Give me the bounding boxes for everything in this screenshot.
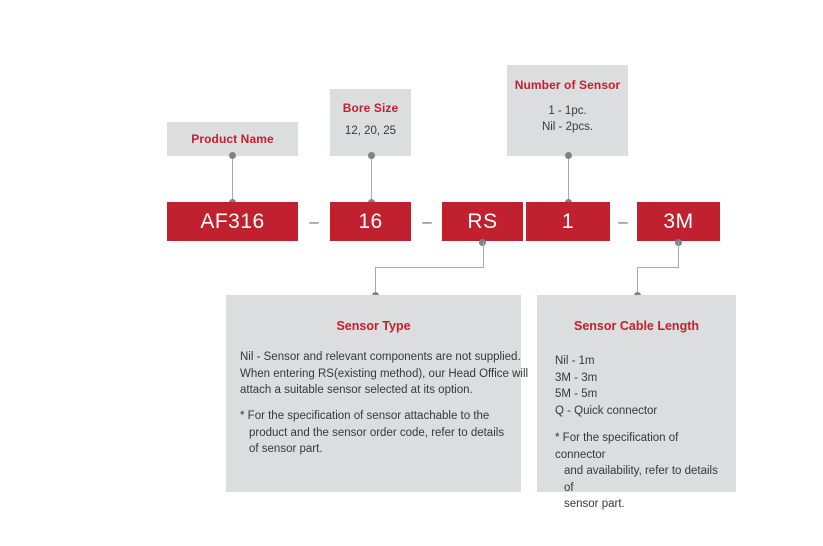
code-chip-bore[interactable]: 16 — [330, 202, 411, 241]
panel-cable-length-note-line-2: and availability, refer to details of — [564, 465, 718, 494]
code-chip-cable-length-label: 3M — [663, 209, 694, 233]
separator-1: – — [309, 212, 319, 231]
callout-number-of-sensor-line-2: Nil - 2pcs. — [541, 121, 594, 133]
code-chip-sensor-type-label: RS — [467, 209, 498, 233]
callout-bore-size-values: 12, 20, 25 — [344, 125, 397, 137]
panel-sensor-cable-length: Sensor Cable Length Nil - 1m 3M - 3m 5M … — [537, 295, 736, 510]
panel-sensor-type-body-line-3: attach a suitable sensor selected at its… — [240, 384, 473, 396]
connector-sensor-type-seg-down-left — [375, 267, 376, 295]
callout-bore-size-title: Bore Size — [342, 101, 399, 115]
connector-dot-product-name-top — [229, 152, 236, 159]
connector-dot-number-of-sensor-top — [565, 152, 572, 159]
callout-number-of-sensor-title: Number of Sensor — [514, 78, 621, 92]
callout-number-of-sensor-line-1: 1 - 1pc. — [548, 105, 587, 117]
panel-sensor-type-body-line-1: Nil - Sensor and relevant components are… — [240, 351, 521, 363]
connector-bore-size — [371, 156, 372, 202]
separator-3: – — [618, 212, 628, 231]
connector-sensor-type-seg-across — [375, 267, 484, 268]
panel-sensor-type-note-line-3: of sensor part. — [249, 443, 323, 455]
connector-number-of-sensor — [568, 156, 569, 202]
panel-sensor-type-note-line-1: * For the specification of sensor attach… — [240, 410, 490, 422]
panel-sensor-type-note-line-2: product and the sensor order code, refer… — [249, 426, 505, 439]
code-chip-sensor-type[interactable]: RS — [442, 202, 523, 241]
panel-cable-length-option-4: Q - Quick connector — [555, 404, 658, 417]
panel-sensor-cable-length-title: Sensor Cable Length — [573, 319, 700, 333]
code-chip-cable-length[interactable]: 3M — [637, 202, 720, 241]
callout-number-of-sensor: Number of Sensor 1 - 1pc. Nil - 2pcs. — [507, 65, 628, 156]
code-chip-product-label: AF316 — [200, 209, 265, 233]
panel-sensor-type: Sensor Type Nil - Sensor and relevant co… — [226, 295, 529, 492]
connector-dot-bore-size-top — [368, 152, 375, 159]
panel-sensor-type-note: * For the specification of sensor attach… — [240, 408, 511, 458]
code-chip-bore-label: 16 — [358, 209, 383, 233]
connector-product-name — [232, 156, 233, 202]
panel-cable-length-option-1: Nil - 1m — [555, 355, 595, 367]
separator-2: – — [422, 212, 432, 231]
panel-sensor-type-title: Sensor Type — [336, 319, 411, 333]
code-chip-sensor-number[interactable]: 1 — [526, 202, 610, 241]
panel-sensor-cable-length-body: Nil - 1m 3M - 3m 5M - 5m Q - Quick conne… — [555, 353, 726, 419]
panel-cable-length-option-2: 3M - 3m — [555, 371, 598, 384]
callout-product-name: Product Name — [167, 122, 298, 156]
connector-cable-length-seg-down-left — [637, 267, 638, 295]
panel-cable-length-note-line-1: * For the specification of connector — [555, 432, 679, 461]
connector-cable-length-seg-across — [637, 267, 679, 268]
connector-dot-sensor-type-top — [479, 239, 486, 246]
callout-bore-size: Bore Size 12, 20, 25 — [330, 89, 411, 156]
code-chip-sensor-number-label: 1 — [561, 209, 575, 233]
code-chip-product[interactable]: AF316 — [167, 202, 298, 241]
panel-sensor-type-body-line-2: When entering RS(existing method), our H… — [240, 367, 529, 380]
callout-product-name-title: Product Name — [191, 132, 274, 146]
panel-sensor-cable-length-note: * For the specification of connector and… — [555, 430, 728, 513]
panel-cable-length-note-line-3: sensor part. — [564, 498, 625, 510]
connector-cable-length-seg-down-right — [678, 242, 679, 267]
panel-sensor-type-body: Nil - Sensor and relevant components are… — [240, 349, 529, 399]
connector-sensor-type-seg-down-right — [483, 242, 484, 267]
panel-cable-length-option-3: 5M - 5m — [555, 388, 598, 400]
